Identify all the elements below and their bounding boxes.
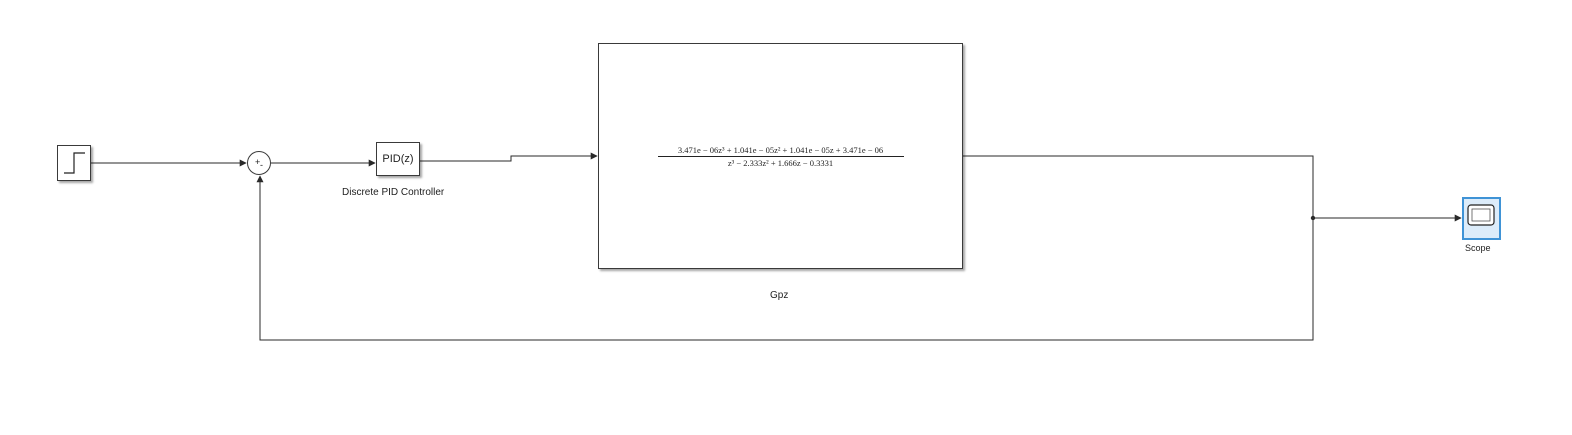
- line-gpz-to-scope[interactable]: [963, 155, 1462, 222]
- sum-block[interactable]: + -: [247, 151, 271, 175]
- sum-plus-sign: +: [255, 157, 261, 167]
- scope-icon: [1467, 204, 1495, 226]
- scope-block[interactable]: [1462, 197, 1501, 240]
- transfer-function-label[interactable]: Gpz: [770, 290, 789, 301]
- tf-numerator: 3.471e − 06z³ + 1.041e − 05z² + 1.041e −…: [677, 145, 884, 155]
- branch-point: [1310, 215, 1316, 221]
- line-pid-to-gpz[interactable]: [420, 152, 598, 162]
- step-block[interactable]: [57, 145, 91, 181]
- step-icon: [64, 152, 85, 174]
- pid-block-text: PID(z): [382, 153, 414, 165]
- tf-fraction-bar: [657, 156, 904, 157]
- transfer-function-expression: 3.471e − 06z³ + 1.041e − 05z² + 1.041e −…: [599, 145, 962, 168]
- sum-minus-sign: -: [260, 160, 263, 170]
- tf-denominator: z³ − 2.333z² + 1.666z − 0.3331: [727, 158, 834, 168]
- pid-controller-block[interactable]: PID(z): [376, 142, 420, 176]
- pid-controller-label[interactable]: Discrete PID Controller: [342, 187, 445, 198]
- line-feedback[interactable]: [256, 175, 1314, 341]
- transfer-function-block[interactable]: 3.471e − 06z³ + 1.041e − 05z² + 1.041e −…: [598, 43, 963, 269]
- scope-label[interactable]: Scope: [1465, 243, 1491, 253]
